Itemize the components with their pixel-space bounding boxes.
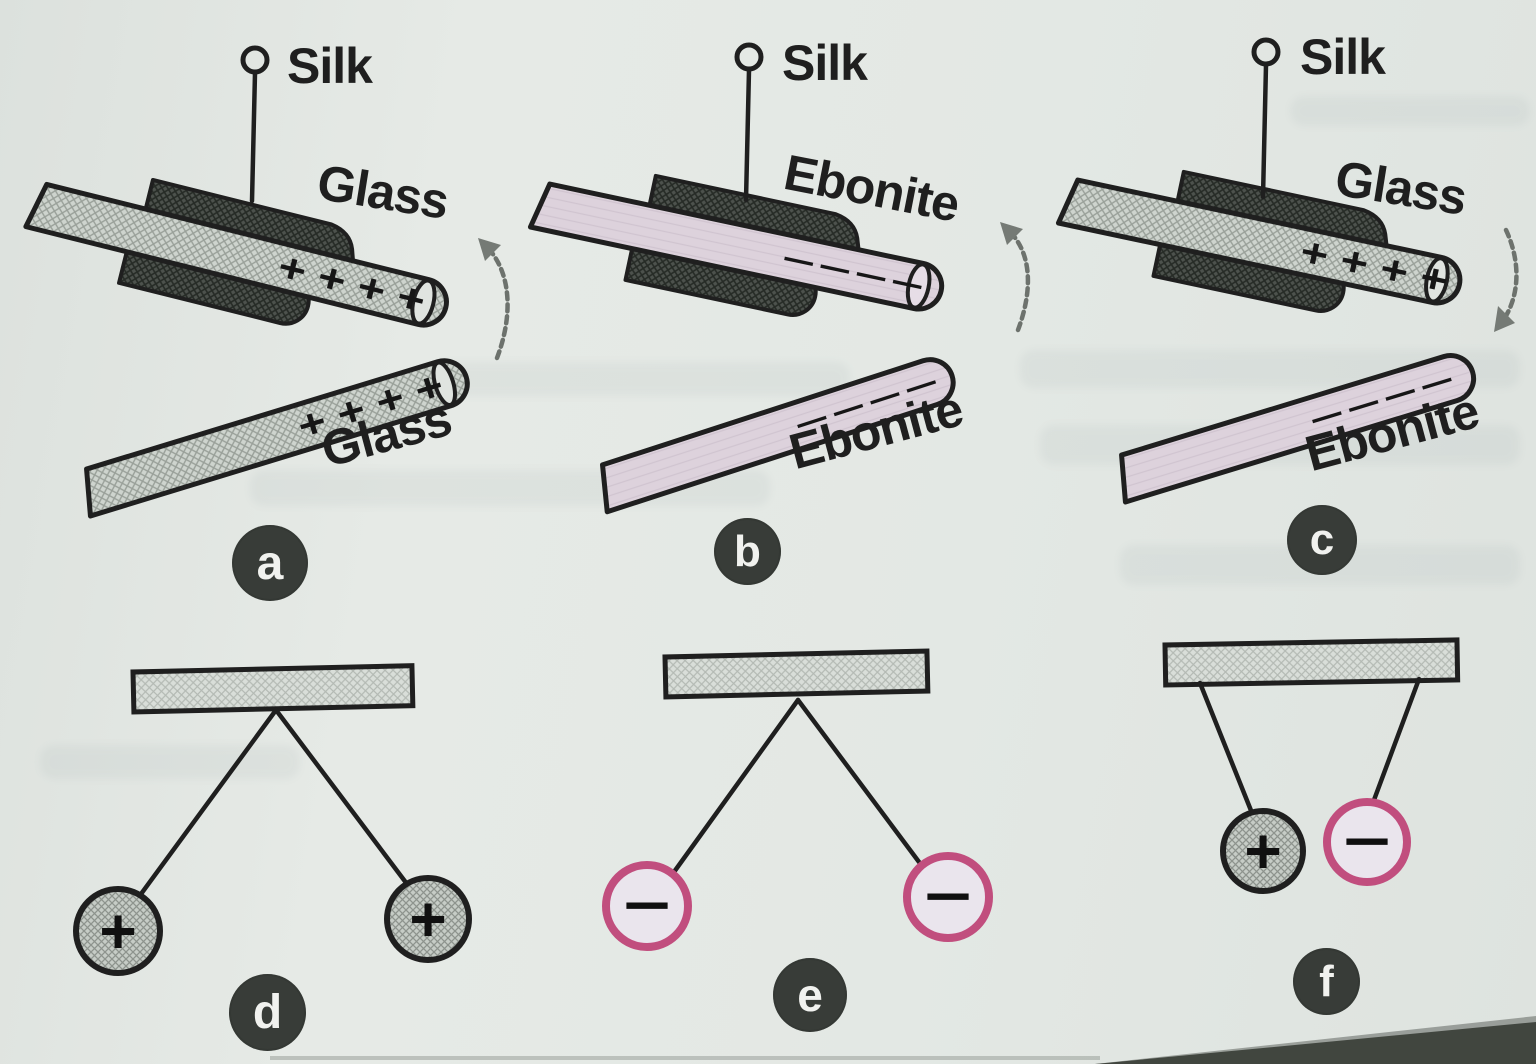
print-bleed-smudge: [1290, 96, 1530, 126]
pith-ball-positive-right-d: [384, 875, 472, 963]
silk-thread-b: [743, 67, 752, 203]
panel-b-suspended-rod-assembly: — — — —: [527, 173, 945, 317]
badge-d: d: [229, 974, 306, 1051]
rod-end-cap: [431, 360, 457, 407]
ball-charge-sign: +: [1244, 815, 1281, 887]
rod-end-cap: [410, 278, 437, 326]
ebonite-rod: [600, 357, 956, 515]
ball-charge-sign: +: [409, 883, 446, 955]
badge-c: c: [1287, 505, 1357, 575]
badge-f: f: [1293, 948, 1360, 1015]
attraction-arrow-c: [1499, 227, 1519, 325]
ebonite-rod: [1119, 353, 1477, 505]
pith-ball-positive-left-d: [73, 886, 163, 976]
silk-thread-c: [1260, 62, 1269, 200]
badge-a: a: [232, 525, 308, 601]
pendulum-thread-right-d: [273, 707, 410, 887]
silk-thread-a: [249, 70, 258, 204]
ball-charge-sign: +: [99, 895, 136, 967]
silk-ring-a: [240, 45, 270, 75]
support-bar-e: [662, 648, 931, 700]
pendulum-thread-right-f: [1371, 676, 1422, 803]
label-silk-a: Silk: [287, 38, 373, 94]
repulsion-arrow-a: [483, 243, 510, 361]
label-silk-b: Silk: [782, 35, 868, 91]
page-shadow-corner: [1095, 1022, 1536, 1064]
print-bleed-smudge: [430, 362, 850, 396]
support-bar-f: [1162, 637, 1461, 688]
silk-ring-c: [1251, 37, 1281, 67]
pendulum-thread-left-d: [138, 707, 279, 897]
repulsion-arrowhead-b: [1000, 222, 1023, 245]
repulsion-arrowhead-a: [478, 238, 501, 261]
ball-charge-sign: −: [623, 873, 671, 938]
page-shadow-corner: [1095, 1016, 1536, 1064]
repulsion-arrow-b: [1005, 227, 1031, 333]
pith-ball-negative-left-e: [602, 861, 692, 951]
pith-ball-positive-f: [1220, 808, 1306, 894]
pendulum-thread-left-f: [1197, 680, 1255, 816]
ball-charge-sign: −: [1343, 809, 1391, 874]
pendulum-thread-right-e: [795, 697, 925, 869]
silk-ring-b: [734, 42, 764, 72]
ball-charge-sign: −: [924, 864, 972, 929]
rod-end-cap: [905, 262, 932, 310]
pith-ball-negative-right-e: [903, 852, 993, 942]
badge-e: e: [773, 958, 847, 1032]
label-silk-c: Silk: [1300, 29, 1386, 85]
support-bar-d: [130, 663, 416, 715]
pendulum-thread-left-e: [671, 697, 801, 875]
attraction-arrowhead-c: [1494, 306, 1515, 332]
scan-artifact-line: [270, 1056, 1100, 1060]
badge-b: b: [714, 518, 781, 585]
panel-a-suspended-rod-assembly: + + + +: [23, 177, 449, 328]
pith-ball-negative-f: [1323, 798, 1411, 886]
rod-end-cap: [1424, 256, 1450, 304]
print-bleed-smudge: [40, 745, 300, 779]
panel-c-suspended-rod-assembly: + + + +: [1055, 169, 1463, 313]
